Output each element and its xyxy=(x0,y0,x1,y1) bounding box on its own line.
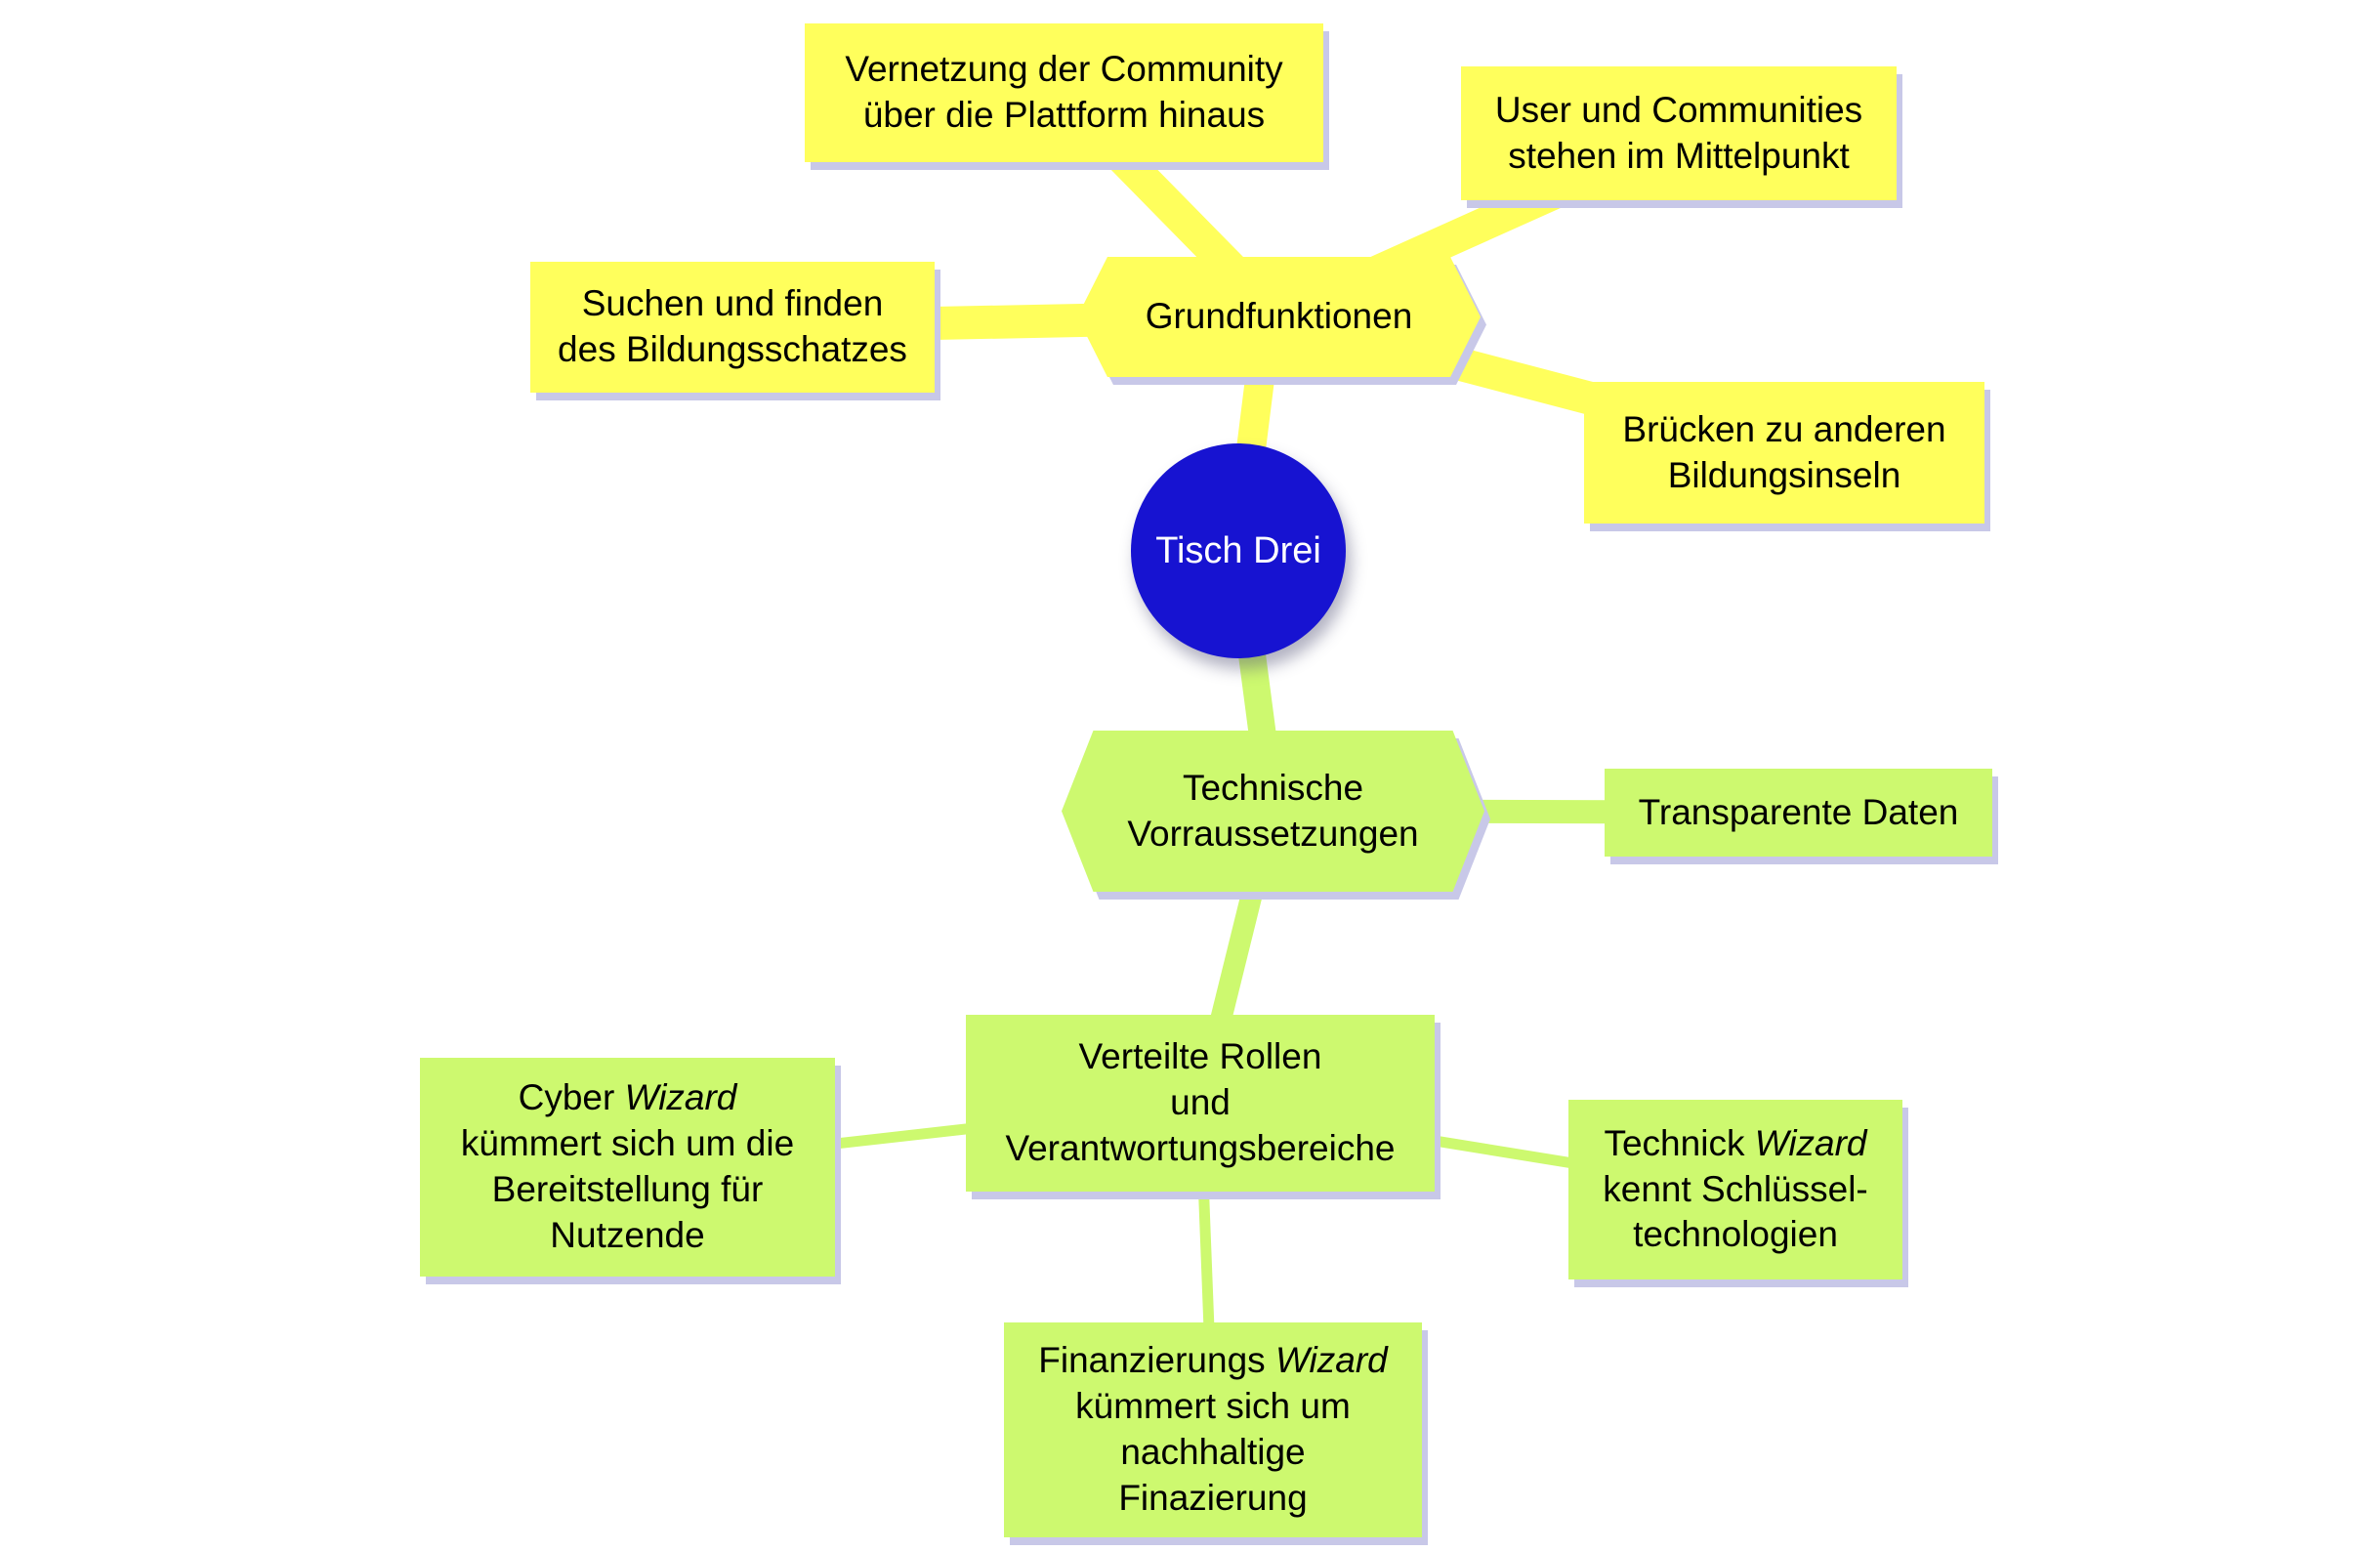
node-grundfunktionen[interactable]: Grundfunktionen xyxy=(1077,257,1481,377)
node-tisch-drei-root[interactable]: Tisch Drei xyxy=(1131,443,1346,658)
node-transparente-daten[interactable]: Transparente Daten xyxy=(1605,769,1992,857)
node-label: Transparente Daten xyxy=(1638,791,1959,832)
root-label: Tisch Drei xyxy=(1155,529,1321,571)
node-label: Grundfunktionen xyxy=(1145,296,1413,336)
hexagon-shape: Grundfunktionen xyxy=(1077,257,1481,377)
